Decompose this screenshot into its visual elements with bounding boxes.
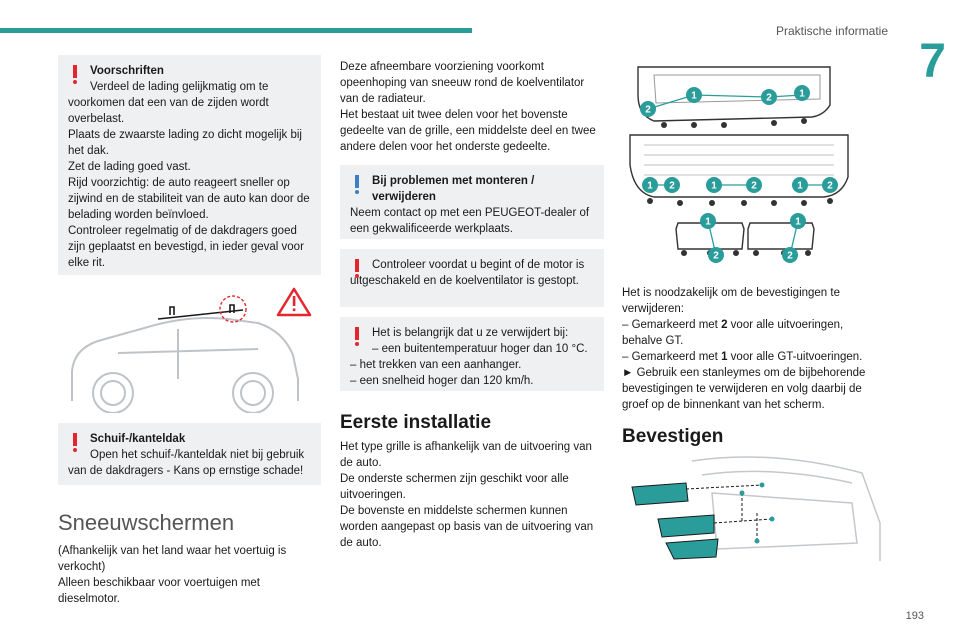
list-item: – Gemarkeerd met 1 voor alle GT-uitvoeri… (622, 351, 863, 363)
paragraph: De bovenste en middelste schermen kunnen… (340, 505, 594, 549)
paragraph: Deze afneembare voorziening voorkomt ope… (340, 61, 585, 105)
right-column: 2 1 2 1 1 2 1 2 1 2 1 1 2 2 Het is noodz… (622, 55, 886, 563)
callout-1: 1 (797, 181, 803, 192)
info-box-problems: Bij problemen met monteren / verwijderen… (340, 165, 604, 239)
rule-line: Controleer regelmatig of de dakdragers g… (68, 225, 304, 269)
callout-2: 2 (766, 93, 772, 104)
header-accent-bar (0, 28, 472, 33)
info-box-text: Neem contact op met een PEUGEOT-dealer o… (350, 207, 590, 235)
rule-line: Verdeel de lading gelijkmatig om te voor… (68, 81, 269, 125)
rule-line: Zet de lading goed vast. (68, 161, 191, 173)
rule-line: Plaats de zwaarste lading zo dicht mogel… (68, 129, 302, 157)
callout-2: 2 (827, 181, 833, 192)
list-item: – het trekken van een aanhanger. (350, 359, 522, 371)
callout-2: 2 (669, 181, 675, 192)
warning-box-title: Voorschriften (90, 65, 164, 77)
list-item: – Gemarkeerd met 2 voor alle uitvoeringe… (622, 319, 844, 347)
paragraph: Het bestaat uit twee delen voor het bove… (340, 109, 596, 153)
info-icon (354, 175, 360, 194)
car-roof-illustration (71, 287, 312, 413)
info-box-title: Bij problemen met monteren / verwijderen (372, 175, 535, 203)
callout-markers (640, 85, 838, 263)
paragraph: Het type grille is afhankelijk van de ui… (340, 441, 592, 469)
mounting-illustration (631, 456, 881, 561)
list-item: – een buitentemperatuur hoger dan 10 °C. (372, 343, 588, 355)
snow-screens-diagram: 2 1 2 1 1 2 1 2 1 2 1 1 2 2 (629, 66, 849, 263)
warning-box-rules: Voorschriften Verdeel de lading gelijkma… (58, 55, 321, 275)
callout-1: 1 (647, 181, 653, 192)
warning-icon (72, 433, 78, 452)
callout-2: 2 (713, 251, 719, 262)
paragraph: De onderste schermen zijn geschikt voor … (340, 473, 569, 501)
paragraph: Het is noodzakelijk om de bevestigingen … (622, 287, 840, 315)
callout-2: 2 (645, 105, 651, 116)
rule-line: Rijd voorzichtig: de auto reageert snell… (68, 177, 310, 221)
heading-bevestigen: Bevestigen (622, 426, 724, 447)
chapter-number: 7 (919, 35, 946, 88)
warning-box-engine: Controleer voordat u begint of de motor … (340, 249, 604, 307)
warning-icon (72, 65, 78, 84)
callout-1: 1 (711, 181, 717, 192)
warning-box-text: Het is belangrijk dat u ze verwijdert bi… (372, 327, 569, 339)
callout-2: 2 (787, 251, 793, 262)
paragraph: (Afhankelijk van het land waar het voert… (58, 545, 287, 573)
warning-box-text: Open het schuif-/kanteldak niet bij gebr… (68, 449, 305, 477)
callout-2: 2 (751, 181, 757, 192)
callout-1: 1 (799, 89, 805, 100)
warning-box-title: Schuif-/kanteldak (90, 433, 186, 445)
heading-sneeuwschermen: Sneeuwschermen (58, 510, 235, 535)
removal-instructions: Het is noodzakelijk om de bevestigingen … (622, 285, 886, 413)
callout-1: 1 (691, 91, 697, 102)
paragraph: Alleen beschikbaar voor voertuigen met d… (58, 577, 261, 605)
warning-icon (354, 327, 360, 346)
warning-box-remove: Het is belangrijk dat u ze verwijdert bi… (340, 317, 604, 391)
warning-box-sunroof: Schuif-/kanteldak Open het schuif-/kante… (58, 423, 321, 485)
callout-1: 1 (705, 217, 711, 228)
heading-eerste-installatie: Eerste installatie (340, 412, 492, 433)
left-column: Voorschriften Verdeel de lading gelijkma… (58, 55, 321, 607)
list-item: – een snelheid hoger dan 120 km/h. (350, 375, 534, 387)
section-label: Praktische informatie (775, 24, 888, 38)
list-item: ► Gebruik een stanleymes om de bijbehore… (622, 367, 866, 411)
middle-column: Deze afneembare voorziening voorkomt ope… (340, 59, 604, 551)
warning-box-text: Controleer voordat u begint of de motor … (350, 259, 585, 287)
callout-1: 1 (795, 217, 801, 228)
warning-icon (354, 259, 360, 278)
page-number: 193 (905, 610, 924, 622)
